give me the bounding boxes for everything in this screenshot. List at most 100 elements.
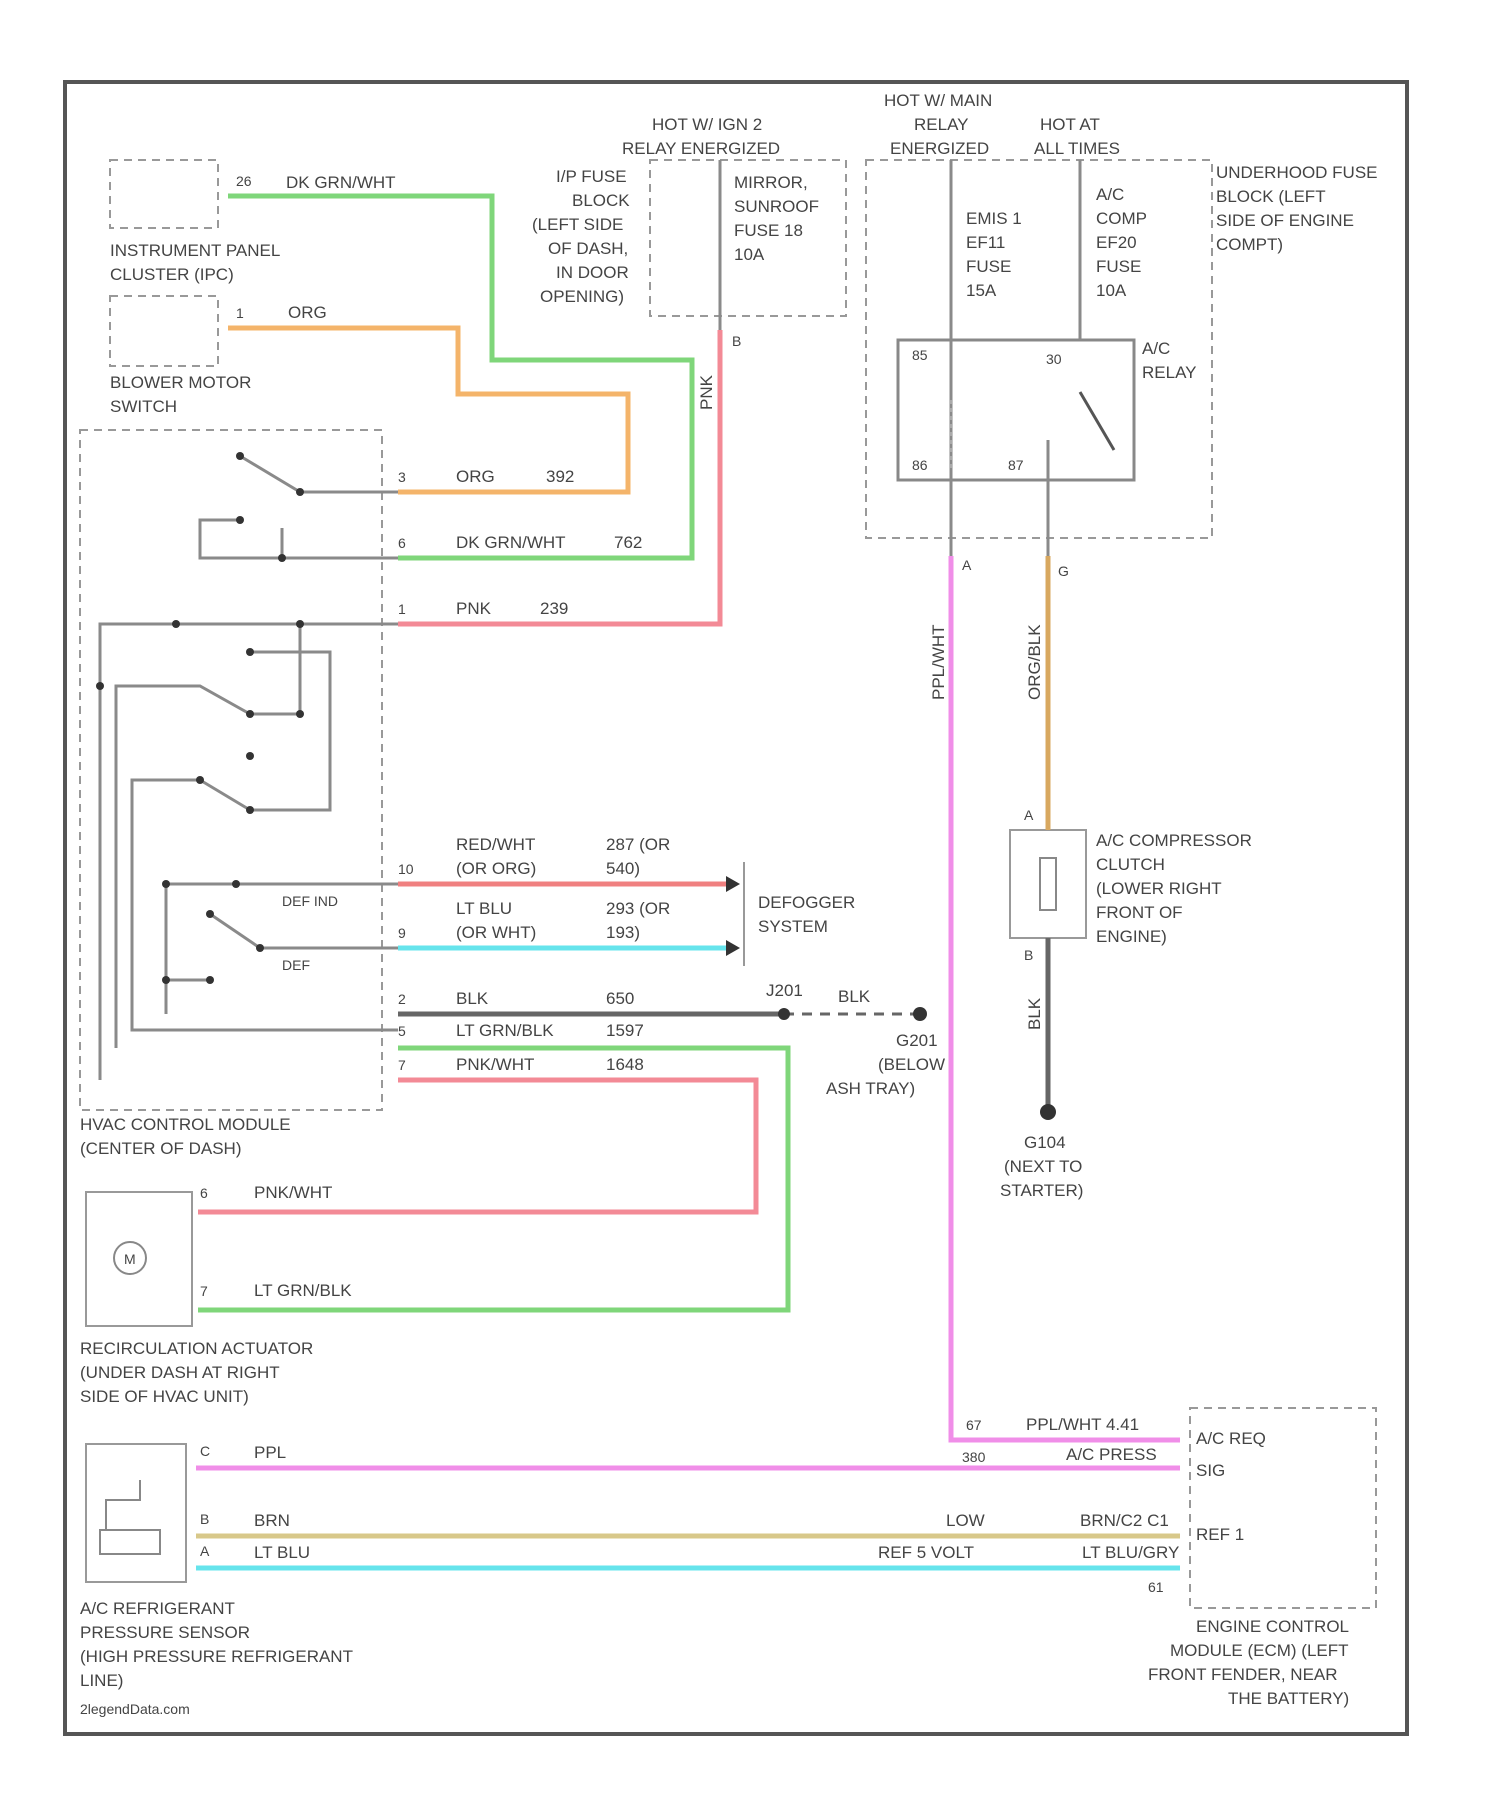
g104-label-3: STARTER) [1000, 1181, 1083, 1200]
uh-line-3: SIDE OF ENGINE [1216, 211, 1354, 230]
c4-wire-2: (OR ORG) [456, 859, 536, 878]
compressor-clutch-box [1010, 830, 1086, 938]
ip-fuse-name-1: MIRROR, [734, 173, 808, 192]
clutch-label-4: FRONT OF [1096, 903, 1183, 922]
sensor-pin-c: C [200, 1443, 210, 1459]
c6-pin: 2 [398, 991, 406, 1007]
fuse-a-1: EMIS 1 [966, 209, 1022, 228]
hvac-label-2: (CENTER OF DASH) [80, 1139, 242, 1158]
c2-wire: DK GRN/WHT [456, 533, 566, 552]
ecm-ac-press: A/C PRESS [1066, 1445, 1157, 1464]
hvac-module-box [80, 430, 382, 1110]
blower-label-2: SWITCH [110, 397, 177, 416]
pressure-sensor-element [100, 1530, 160, 1554]
fuse-b-2: COMP [1096, 209, 1147, 228]
ipc-box [110, 160, 218, 228]
wire-lt-grn-blk [198, 1048, 788, 1310]
c3-wire: PNK [456, 599, 492, 618]
defogger-label-1: DEFOGGER [758, 893, 855, 912]
blk-g201-wire-label: BLK [838, 987, 871, 1006]
uh-hot-a-3: ENERGIZED [890, 139, 989, 158]
clutch-label-1: A/C COMPRESSOR [1096, 831, 1252, 850]
c5-wire-2: (OR WHT) [456, 923, 536, 942]
fuse-a-2: EF11 [966, 233, 1005, 252]
c5-circ-2: 193) [606, 923, 640, 942]
c7-circuit: 1597 [606, 1021, 644, 1040]
ecm-c380: 380 [962, 1449, 986, 1465]
pnk-vertical-label: PNK [697, 374, 716, 410]
sensor-label-3: (HIGH PRESSURE REFRIGERANT [80, 1647, 353, 1666]
recirc-motor-m: M [124, 1251, 136, 1267]
sensor-wire-brn: BRN [254, 1511, 290, 1530]
sensor-wire-lt-blu: LT BLU [254, 1543, 310, 1562]
fuse-b-1: A/C [1096, 185, 1124, 204]
recirc-pin-7: 7 [200, 1283, 208, 1299]
relay-label-1: A/C [1142, 339, 1170, 358]
ip-fuse-pin: B [732, 333, 741, 349]
j201-splice-dot [778, 1008, 790, 1020]
ecm-low: LOW [946, 1511, 985, 1530]
relay-pin-30: 30 [1046, 351, 1062, 367]
relay-contact [1080, 392, 1114, 450]
recirc-label-1: RECIRCULATION ACTUATOR [80, 1339, 313, 1358]
c8-pin: 7 [398, 1057, 406, 1073]
clutch-pin-b: B [1024, 947, 1033, 963]
pressure-sensor-symbol [106, 1480, 140, 1530]
def-label: DEF [282, 957, 310, 973]
blower-switch-box [110, 296, 218, 366]
pressure-sensor-box [86, 1444, 186, 1582]
c7-wire: LT GRN/BLK [456, 1021, 554, 1040]
ip-fuse-line-4: OF DASH, [548, 239, 628, 258]
sensor-pin-b: B [200, 1511, 209, 1527]
g104-ground-symbol [1040, 1104, 1056, 1120]
ipc-label-2: CLUSTER (IPC) [110, 265, 234, 284]
c3-pin: 1 [398, 601, 406, 617]
c5-wire-1: LT BLU [456, 899, 512, 918]
recirc-label-3: SIDE OF HVAC UNIT) [80, 1387, 249, 1406]
ip-hot-2: RELAY ENERGIZED [622, 139, 780, 158]
uh-line-2: BLOCK (LEFT [1216, 187, 1326, 206]
ipc-pin: 26 [236, 173, 252, 189]
c8-wire: PNK/WHT [456, 1055, 534, 1074]
fuse-a-4: 15A [966, 281, 997, 300]
ip-fuse-line-2: BLOCK [572, 191, 630, 210]
blower-pin: 1 [236, 305, 244, 321]
dk-grn-wht-label: DK GRN/WHT [286, 173, 396, 192]
fuse-b-3: EF20 [1096, 233, 1137, 252]
brand-label: 2legendData.com [80, 1701, 190, 1717]
c6-circuit: 650 [606, 989, 634, 1008]
g201-label: G201 [896, 1031, 938, 1050]
sensor-label-2: PRESSURE SENSOR [80, 1623, 250, 1642]
fuse-b-5: 10A [1096, 281, 1127, 300]
clutch-label-5: ENGINE) [1096, 927, 1167, 946]
c1-circuit: 392 [546, 467, 574, 486]
ipc-label-1: INSTRUMENT PANEL [110, 241, 280, 260]
hvac-switch-network [100, 456, 398, 1080]
c3-circuit: 239 [540, 599, 568, 618]
def-ind-label: DEF IND [282, 893, 338, 909]
fuse-b-4: FUSE [1096, 257, 1141, 276]
wire-ppl-wht [951, 556, 1180, 1440]
uh-hot-a-1: HOT W/ MAIN [884, 91, 992, 110]
sensor-pin-a: A [200, 1543, 210, 1559]
ecm-label-2: MODULE (ECM) (LEFT [1170, 1641, 1349, 1660]
uh-line-4: COMPT) [1216, 235, 1283, 254]
ecm-label-1: ENGINE CONTROL [1196, 1617, 1349, 1636]
recirc-wire-2: LT GRN/BLK [254, 1281, 352, 1300]
ip-fuse-line-3: (LEFT SIDE [532, 215, 623, 234]
sensor-label-1: A/C REFRIGERANT [80, 1599, 235, 1618]
org-label: ORG [288, 303, 327, 322]
relay-label-2: RELAY [1142, 363, 1197, 382]
c5-circ-1: 293 (OR [606, 899, 670, 918]
g104-label-1: G104 [1024, 1133, 1066, 1152]
ecm-pin-67: 67 [966, 1417, 982, 1433]
ip-fuse-line-1: I/P FUSE [556, 167, 627, 186]
c7-pin: 5 [398, 1023, 406, 1039]
uh-hot-a-2: RELAY [914, 115, 969, 134]
ecm-ppl-wht: PPL/WHT 4.41 [1026, 1415, 1139, 1434]
defogger-arrow-1 [726, 876, 740, 892]
c6-wire: BLK [456, 989, 489, 1008]
c1-pin: 3 [398, 469, 406, 485]
ecm-lt-blu-c: LT BLU/GRY [1082, 1543, 1179, 1562]
relay-pin-86: 86 [912, 457, 928, 473]
